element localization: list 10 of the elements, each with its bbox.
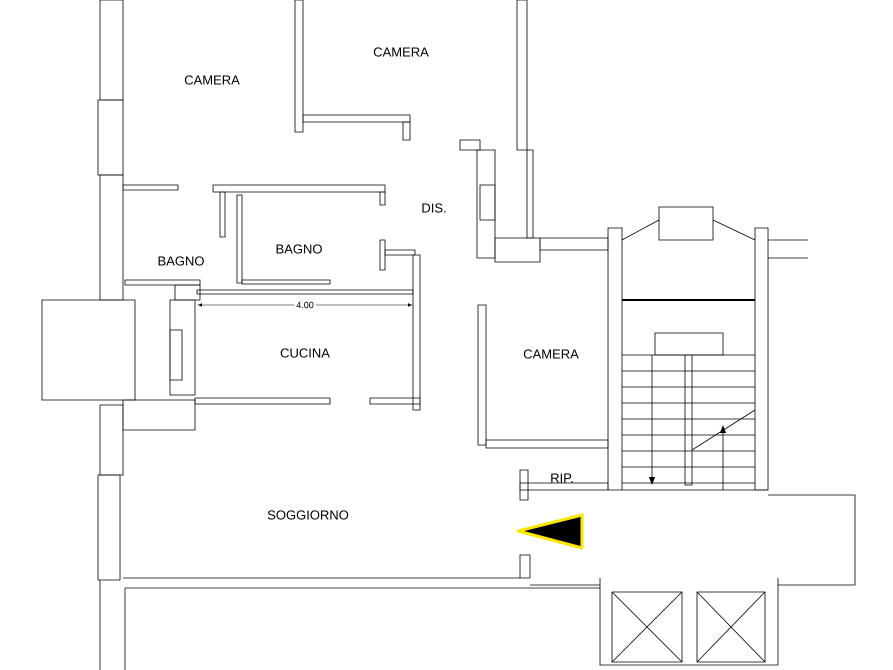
- room-label: RIP.: [551, 474, 573, 482]
- dimension-label: 4.00: [294, 300, 316, 310]
- room-label: CAMERA: [524, 349, 579, 359]
- room-label: CUCINA: [280, 348, 330, 358]
- room-label: CAMERA: [374, 47, 429, 57]
- room-label: BAGNO: [276, 244, 322, 254]
- room-label: BAGNO: [158, 256, 204, 266]
- room-label: CAMERA: [184, 75, 240, 85]
- room-label: SOGGIORNO: [268, 510, 348, 520]
- room-label: DIS.: [422, 203, 446, 213]
